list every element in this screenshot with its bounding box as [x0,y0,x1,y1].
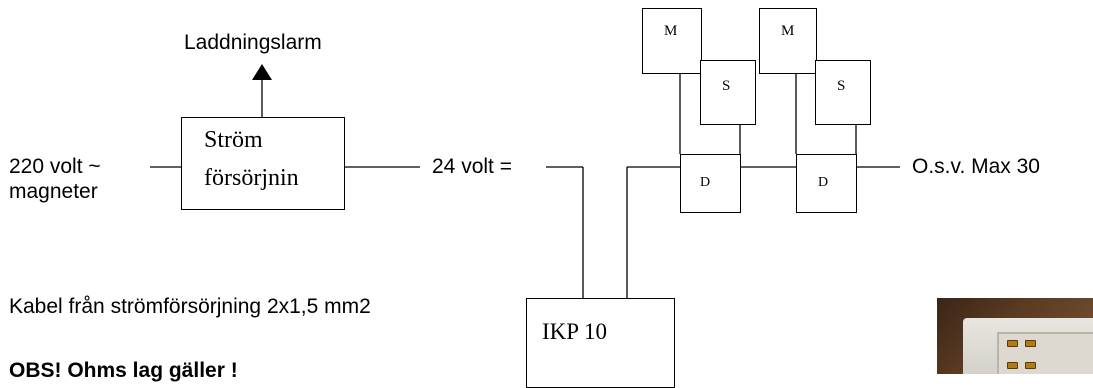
ohms-law-note: OBS! Ohms lag gäller ! [9,359,238,382]
arrow-up-icon [252,64,272,80]
panel-led-4 [1025,362,1036,369]
cable-label: Kabel från strömförsörjning 2x1,5 mm2 [9,295,371,318]
panel-led-2 [1025,340,1036,347]
power-supply-label-line2: försörjnin [204,165,299,191]
power-supply-box: Ström försörjnin [181,117,345,210]
power-supply-label-line1: Ström [204,127,263,153]
output-voltage-label: 24 volt = [432,155,512,178]
module-s-1-label: S [722,78,731,94]
module-d-2-label: D [818,175,829,190]
module-m-1: M [642,8,702,74]
magneter-label: magneter [9,180,98,203]
module-s-1: S [700,60,756,125]
panel-photo-frame [963,318,1093,374]
ikp-box: IKP 10 [526,298,675,388]
module-d-2: D [796,154,857,213]
module-s-2-label: S [837,78,846,94]
panel-photo-inner [997,332,1093,374]
input-voltage-label: 220 volt ~ [9,155,101,178]
module-d-1-label: D [700,175,711,190]
module-s-2: S [815,60,871,125]
wiring-diagram [150,64,900,298]
module-m-2: M [759,8,817,74]
module-m-1-label: M [664,23,678,39]
module-d-1: D [680,154,741,213]
module-m-2-label: M [781,23,795,39]
ikp-label: IKP 10 [542,319,607,344]
continuation-label: O.s.v. Max 30 [912,155,1040,178]
alarm-label: Laddningslarm [184,31,322,54]
panel-photo [937,298,1093,374]
panel-led-3 [1007,362,1018,369]
panel-led-1 [1007,340,1018,347]
